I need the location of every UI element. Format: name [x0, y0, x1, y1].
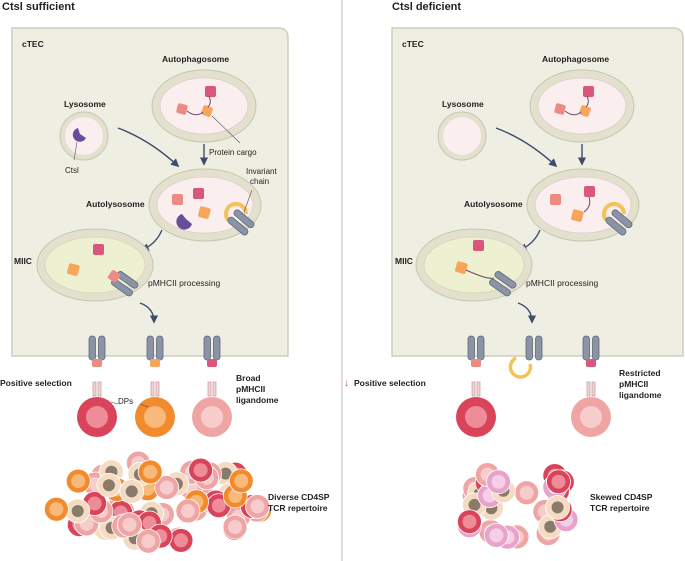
surface-mhc-r1: [467, 335, 485, 367]
cd4sp-cell: [457, 509, 482, 535]
cd4sp-cell: [228, 468, 254, 494]
protein-cargo-label: Protein cargo: [209, 148, 257, 157]
cd4sp-cell: [154, 475, 180, 500]
cd4sp-cell: [65, 468, 91, 494]
surface-mhc-3: [203, 335, 221, 367]
dp-thymocyte-red: [77, 397, 117, 437]
skewed-cd4sp-cluster: [457, 462, 579, 550]
cd4sp-cell: [486, 469, 511, 495]
cd4sp-cell: [117, 512, 142, 538]
repertoire-label-2: TCR repertoire: [268, 503, 328, 513]
invariant-chain-label: Invariant: [246, 167, 277, 176]
ctsl-label: Ctsl: [65, 166, 79, 175]
dp-thymocyte-red-right: [456, 397, 496, 437]
pmhcii-complex: [107, 269, 140, 298]
ctsl-enzyme: [72, 128, 86, 142]
cd4sp-cell: [545, 494, 570, 520]
ligandome-label-right-2: pMHCII: [619, 379, 648, 389]
cd4sp-cell: [65, 498, 91, 524]
pmhcii-processing-label-right: pMHCII processing: [526, 278, 599, 288]
cd4sp-cell: [546, 469, 571, 495]
ligandome-label-3: ligandome: [236, 395, 279, 405]
miic-label: MIIC: [14, 256, 32, 266]
cd4sp-cell: [245, 494, 270, 519]
pmhcii-processing-label: pMHCII processing: [148, 278, 221, 288]
ligandome-label-right-3: ligandome: [619, 390, 662, 400]
surface-mhc-r3: [582, 335, 600, 367]
cd4sp-cell: [514, 480, 540, 506]
cd4sp-cell: [43, 496, 69, 522]
ligandome-label-1: Broad: [236, 373, 261, 383]
ligandome-label-right-1: Restricted: [619, 368, 661, 378]
repertoire-label-right-2: TCR repertoire: [590, 503, 650, 513]
cargo-protein: [176, 86, 216, 117]
arrow-lysosome-to-autolysosome-right: [495, 127, 558, 168]
arrow-lysosome-to-autolysosome: [117, 127, 180, 168]
cd4sp-cell: [119, 479, 145, 504]
cd4sp-cell: [222, 514, 248, 540]
surface-mhc-2: [146, 335, 164, 367]
arrow-miic-to-surface-right: [517, 302, 537, 324]
cd4sp-cell: [135, 528, 161, 554]
cd4sp-cell: [188, 457, 214, 483]
autolysosome-label: Autolysosome: [86, 199, 145, 209]
dp-thymocyte-pink: [192, 397, 232, 437]
repertoire-label-right-1: Skewed CD4SP: [590, 492, 653, 502]
autophagosome-label-right: Autophagosome: [542, 54, 609, 64]
cd4sp-cell: [175, 498, 201, 524]
cd4sp-cell: [483, 522, 509, 548]
cd4sp-cell: [137, 459, 163, 485]
cd4sp-cell: [168, 528, 194, 553]
panel-title-sufficient: Ctsl sufficient: [2, 1, 75, 13]
cd4sp-cell: [96, 472, 122, 498]
ctec-label-right: cTEC: [402, 39, 424, 49]
positive-selection-label: Positive selection: [0, 378, 72, 388]
miic-label-right: MIIC: [395, 256, 413, 266]
dp-thymocyte-pink-right: [571, 397, 611, 437]
lysosome-label: Lysosome: [64, 99, 106, 109]
reduced-arrow: ↓: [344, 378, 349, 389]
invariant-chain-label-2: chain: [250, 177, 269, 186]
diverse-cd4sp-cluster: [43, 450, 272, 554]
right-panel: cTEC Autophagosome Lysosome Autolysosome…: [344, 27, 684, 550]
ligandome-label-2: pMHCII: [236, 384, 265, 394]
autolysosome-label-right: Autolysosome: [464, 199, 523, 209]
arrow-miic-to-surface: [139, 302, 159, 324]
lysosome-label-right: Lysosome: [442, 99, 484, 109]
surface-mhc-1: [88, 335, 106, 367]
dp-thymocyte-orange: [135, 397, 175, 437]
left-panel: cTEC Autophagosome Protein cargo Lysosom…: [0, 27, 330, 554]
autophagosome-label: Autophagosome: [162, 54, 229, 64]
panel-title-deficient: Ctsl deficient: [392, 1, 461, 13]
ctec-label: cTEC: [22, 39, 44, 49]
positive-selection-label-right: Positive selection: [354, 378, 426, 388]
repertoire-label-1: Diverse CD4SP: [268, 492, 330, 502]
dps-label: DPs: [118, 397, 133, 406]
surface-mhc-r2-invariant: [508, 335, 543, 379]
